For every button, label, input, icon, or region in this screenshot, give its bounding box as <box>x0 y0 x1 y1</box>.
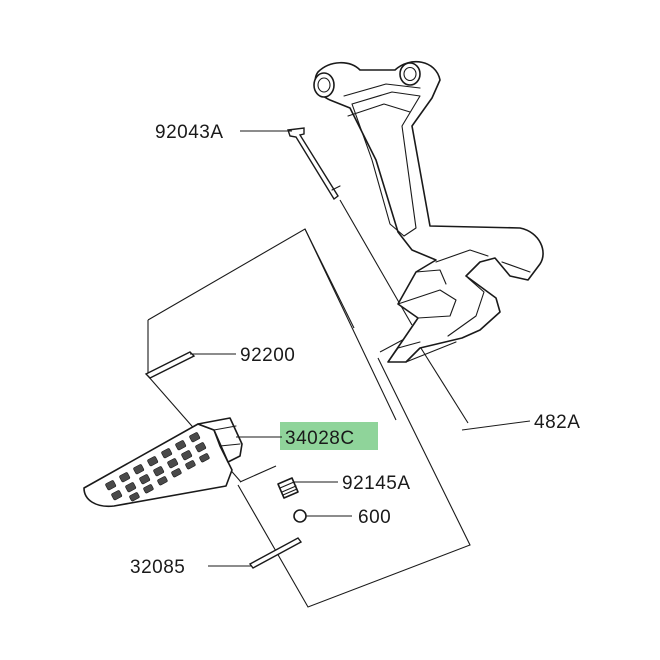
bracket-pin-drawing <box>287 127 341 201</box>
part-label-600[interactable]: 600 <box>358 507 391 528</box>
part-labels: 92043A 92200 34028C 92145A 600 32085 482… <box>130 122 580 578</box>
ball-drawing <box>293 509 307 523</box>
footpeg-tread <box>105 432 210 502</box>
assembly-frame <box>147 199 471 608</box>
part-label-92043a[interactable]: 92043A <box>155 122 224 143</box>
footpeg-drawing <box>83 417 243 508</box>
part-label-482a[interactable]: 482A <box>534 412 580 433</box>
part-label-92145a[interactable]: 92145A <box>342 473 411 494</box>
highlight-box <box>280 422 378 450</box>
bracket-drawing <box>313 61 544 363</box>
part-label-34028c[interactable]: 34028C <box>285 428 355 449</box>
pin-lower-drawing <box>248 537 303 569</box>
part-label-92200[interactable]: 92200 <box>240 345 295 366</box>
part-label-32085[interactable]: 32085 <box>130 557 185 578</box>
spring-drawing <box>277 477 299 499</box>
leader-lines <box>190 130 531 567</box>
cotter-pin-upper-drawing <box>144 351 196 379</box>
